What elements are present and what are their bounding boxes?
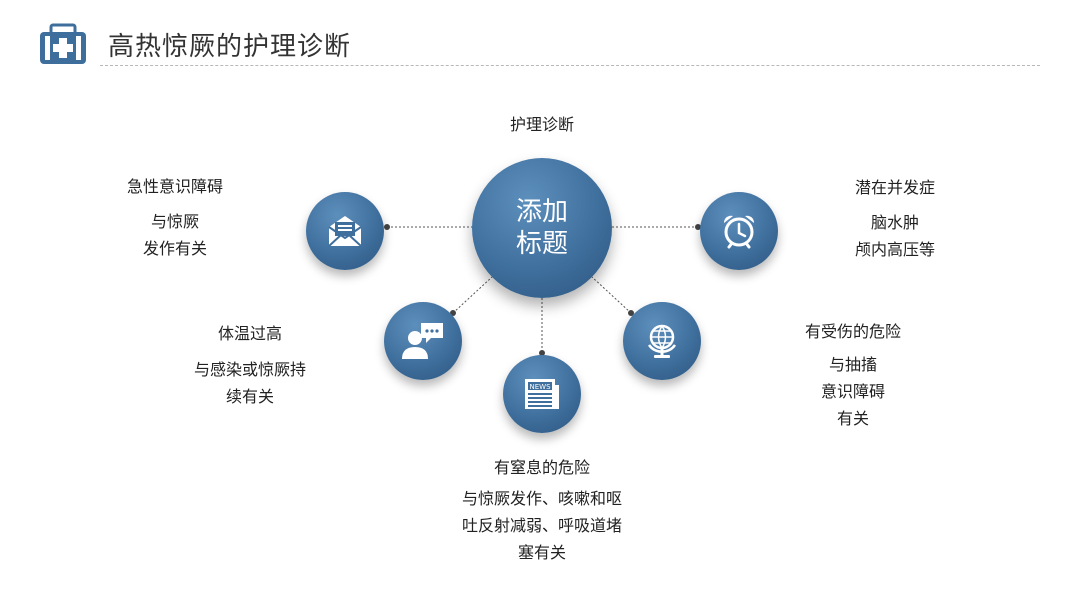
center-node: 添加 标题 bbox=[472, 158, 612, 298]
node-body-line: 续有关 bbox=[225, 387, 274, 406]
node-body-line: 发作有关 bbox=[142, 239, 207, 258]
node-body-line: 颅内高压等 bbox=[854, 240, 935, 259]
node-body-line: 意识障碍 bbox=[820, 382, 885, 401]
node-upper-left bbox=[306, 192, 384, 270]
diagram-top-label: 护理诊断 bbox=[509, 115, 574, 134]
node-body-line: 与惊厥发作、咳嗽和呕 bbox=[461, 489, 622, 508]
connector-lower-right bbox=[591, 276, 632, 314]
text-group-bottom: 有窒息的危险 与惊厥发作、咳嗽和呕 吐反射减弱、呼吸道堵 塞有关 bbox=[432, 457, 652, 566]
text-group-lower-left: 体温过高 与感染或惊厥持 续有关 bbox=[175, 323, 325, 410]
node-upper-right bbox=[700, 192, 778, 270]
center-title: 添加 标题 bbox=[515, 197, 568, 259]
text-group-lower-right: 有受伤的危险 与抽搐 意识障碍 有关 bbox=[778, 321, 928, 432]
node-heading: 有受伤的危险 bbox=[804, 322, 901, 341]
node-heading: 有窒息的危险 bbox=[493, 458, 590, 477]
page-title: 高热惊厥的护理诊断 bbox=[108, 32, 352, 62]
node-body-line: 脑水肿 bbox=[870, 213, 919, 232]
text-group-upper-right: 潜在并发症 脑水肿 颅内高压等 bbox=[820, 177, 970, 263]
connector-dot bbox=[539, 350, 545, 356]
globe-icon bbox=[647, 324, 677, 358]
node-body-line: 与抽搐 bbox=[828, 355, 877, 374]
node-heading: 急性意识障碍 bbox=[126, 177, 223, 196]
node-body-line: 有关 bbox=[836, 409, 869, 428]
node-body-line: 与惊厥 bbox=[150, 212, 199, 231]
medical-kit-icon bbox=[40, 23, 86, 64]
svg-text:NEWS: NEWS bbox=[529, 383, 551, 391]
envelope-icon bbox=[328, 216, 362, 247]
header-divider bbox=[100, 65, 1040, 66]
newspaper-icon: NEWS bbox=[525, 379, 559, 409]
node-bottom: NEWS bbox=[503, 355, 581, 433]
node-lower-right bbox=[623, 302, 701, 380]
text-group-upper-left: 急性意识障碍 与惊厥 发作有关 bbox=[100, 176, 250, 262]
person-chat-icon bbox=[402, 323, 443, 359]
node-body-line: 塞有关 bbox=[517, 543, 566, 562]
node-body-line: 吐反射减弱、呼吸道堵 bbox=[461, 516, 622, 535]
connector-dot bbox=[695, 224, 701, 230]
node-lower-left bbox=[384, 302, 462, 380]
connector-dot bbox=[384, 224, 390, 230]
node-body-line: 与感染或惊厥持 bbox=[193, 360, 306, 379]
alarm-clock-icon bbox=[723, 215, 755, 249]
connector-lower-left bbox=[452, 276, 493, 314]
node-heading: 潜在并发症 bbox=[854, 178, 935, 197]
node-heading: 体温过高 bbox=[217, 324, 282, 343]
